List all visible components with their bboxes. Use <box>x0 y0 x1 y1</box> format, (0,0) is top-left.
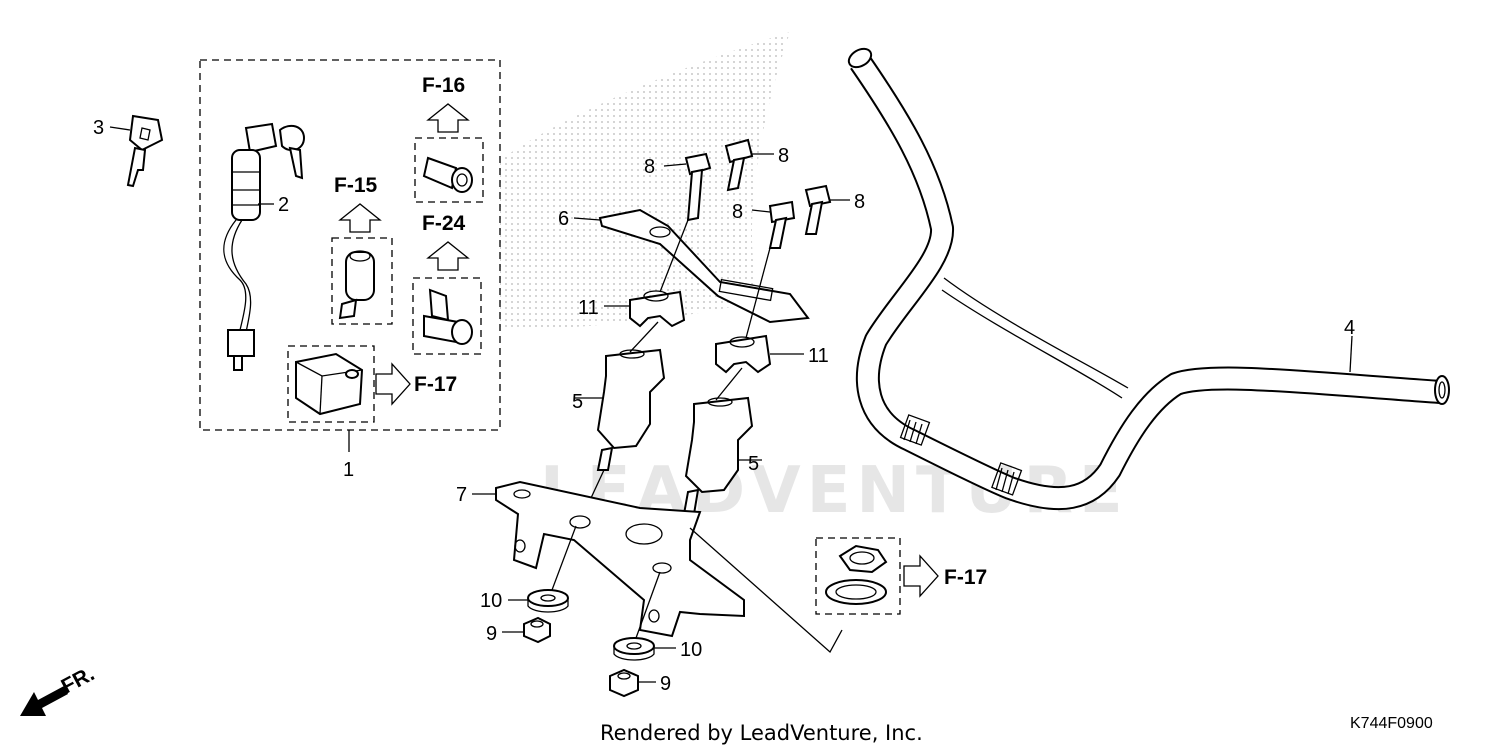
ref-f16[interactable]: F-16 <box>422 74 465 97</box>
ignition-set-box <box>199 59 501 431</box>
reference-arrow-icon <box>903 554 939 598</box>
reference-arrow-icon <box>375 362 411 406</box>
callout-7: 7 <box>456 484 467 506</box>
bolt-part-8b <box>724 138 754 192</box>
bolt-part-8c <box>768 200 796 249</box>
diagram-code: K744F0900 <box>1350 715 1433 732</box>
callout-8c: 8 <box>732 201 743 223</box>
background-wing-pattern <box>500 32 790 330</box>
reference-arrow-icon <box>426 103 470 133</box>
nut-part-9b <box>609 668 639 698</box>
front-direction-arrow-icon <box>20 686 68 716</box>
bolt-part-8d <box>804 184 832 235</box>
bolt-part-8a <box>684 152 712 222</box>
footer-credit: Rendered by LeadVenture, Inc. <box>600 721 923 745</box>
ref-f17-left[interactable]: F-17 <box>414 373 457 396</box>
box-part <box>295 352 364 416</box>
callout-9a: 9 <box>486 623 497 645</box>
callout-8a: 8 <box>644 156 655 178</box>
callout-6: 6 <box>558 208 569 230</box>
ref-f17-right[interactable]: F-17 <box>944 566 987 589</box>
ignition-switch-part-2 <box>223 122 306 371</box>
callout-11b: 11 <box>808 345 829 367</box>
helmet-lock-part <box>423 288 473 345</box>
nut-part-9a <box>523 616 551 644</box>
callout-10a: 10 <box>480 590 502 612</box>
lower-holder-part-5a <box>596 348 666 471</box>
top-bridge-plate-part-7 <box>495 480 745 638</box>
callout-5b: 5 <box>748 453 759 475</box>
reference-arrow-icon <box>426 241 470 271</box>
callout-1: 1 <box>343 459 354 481</box>
seat-lock-part <box>422 156 473 193</box>
lock-cylinder-part <box>338 250 375 320</box>
callout-5a: 5 <box>572 391 583 413</box>
upper-bracket-part-6 <box>598 208 810 324</box>
ref-f15[interactable]: F-15 <box>334 174 378 197</box>
callout-4: 4 <box>1344 317 1355 339</box>
washer-part-10a <box>527 589 569 613</box>
callout-8b: 8 <box>778 145 789 167</box>
callout-11a: 11 <box>578 297 599 319</box>
callout-9b: 9 <box>660 673 671 695</box>
callout-10b: 10 <box>680 639 702 661</box>
key-part-3 <box>126 114 164 188</box>
callout-8d: 8 <box>854 191 865 213</box>
handlebar-part-4 <box>847 47 1450 511</box>
ref-f24[interactable]: F-24 <box>422 212 466 235</box>
steering-nut-part <box>825 544 888 605</box>
upper-holder-part-11a <box>629 290 686 328</box>
upper-holder-part-11b <box>715 334 772 374</box>
washer-part-10b <box>613 637 655 661</box>
callout-3: 3 <box>93 117 104 139</box>
reference-arrow-icon <box>338 203 382 233</box>
callout-2: 2 <box>278 194 289 216</box>
